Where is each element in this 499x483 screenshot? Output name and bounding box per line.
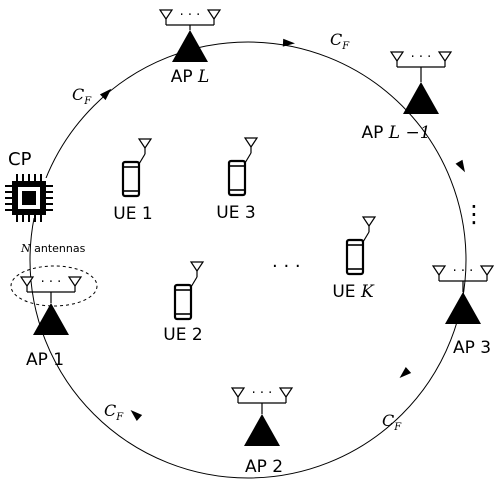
ue-3: UE 3 [216, 137, 259, 223]
ap-1-label: AP 1 [26, 350, 64, 370]
ap-3-label: AP 3 [453, 338, 491, 358]
ap-l-1-label: AP L −1 [361, 123, 430, 143]
ring-arrow-right-upper [455, 159, 465, 173]
ap-3: · · · AP 3 [431, 264, 495, 358]
antenna-array-icon: · · · [19, 275, 83, 303]
antenna-array-highlight [10, 265, 98, 307]
ue-1-label: UE 1 [113, 204, 152, 224]
antenna-array-icon: · · · [389, 50, 453, 82]
antenna-icon [243, 137, 259, 153]
ue-k: UE K [332, 216, 377, 302]
cp-chip-icon [5, 174, 53, 222]
ring-arrow-top-left [99, 88, 112, 101]
cp-label: CP [8, 149, 32, 170]
antenna-note: N antennas [20, 242, 86, 255]
ue-k-label: UE K [332, 282, 375, 302]
antenna-icon [361, 216, 377, 232]
antenna-dots: · · · [41, 275, 62, 290]
fronthaul-ring [29, 41, 467, 479]
access-point-icon [445, 292, 481, 324]
fronthaul-label-top-right: CF [330, 30, 350, 52]
access-point-icon [403, 82, 439, 114]
ap-ellipsis: ⋮ [462, 200, 486, 228]
ap-l-label: AP L [171, 67, 210, 87]
antenna-array-icon: · · · [158, 8, 222, 30]
phone-icon [345, 216, 377, 276]
ue-2: UE 2 [163, 261, 205, 345]
ap-1: · · · AP 1 [19, 275, 83, 370]
access-point-icon [244, 414, 280, 446]
antenna-dots: · · · [180, 8, 201, 23]
ap-2: · · · AP 2 [230, 386, 294, 477]
user-equipments: UE 1 UE 3 UE 2 UE K [113, 137, 377, 345]
fronthaul-label-top-left: CF [72, 85, 92, 107]
phone-icon [227, 137, 259, 197]
ring-arrow-bottom-left [130, 409, 143, 421]
fronthaul-label-bottom-left: CF [104, 401, 124, 423]
antenna-icon [189, 261, 205, 277]
ue-3-label: UE 3 [216, 203, 255, 223]
ue-1: UE 1 [113, 138, 153, 224]
ue-2-label: UE 2 [163, 325, 202, 345]
access-point-icon [33, 303, 69, 335]
access-points: · · ·AP L· · ·AP L −1· · ·AP 3· · ·AP 2·… [19, 8, 495, 477]
ring-arrow-top [282, 38, 295, 47]
antenna-array-icon: · · · [431, 264, 495, 292]
antenna-dots: · · · [453, 264, 474, 279]
ue-ellipsis: · · · [272, 256, 301, 277]
antenna-dots: · · · [411, 50, 432, 65]
phone-icon [121, 138, 153, 198]
ap-l: · · · AP L [158, 8, 222, 87]
antenna-dots: · · · [252, 386, 273, 401]
fronthaul-label-bottom-right: CF [382, 411, 402, 433]
ap-l-1: · · · AP L −1 [361, 50, 453, 143]
phone-icon [173, 261, 205, 321]
access-point-icon [172, 30, 208, 62]
antenna-array-icon: · · · [230, 386, 294, 414]
ap-2-label: AP 2 [245, 457, 283, 477]
antenna-icon [137, 138, 153, 154]
ring-arrow-right-lower [399, 367, 412, 379]
